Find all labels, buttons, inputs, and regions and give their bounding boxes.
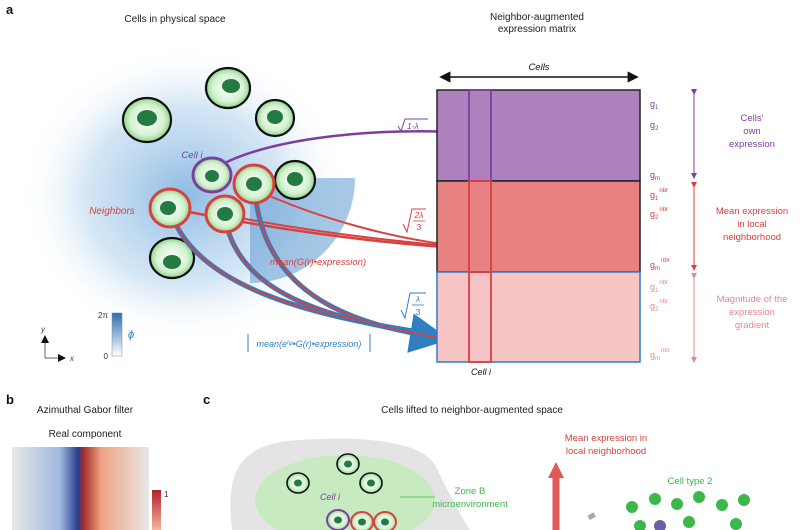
- side-label-grad: Magnitude of the expression gradient: [717, 294, 788, 331]
- row-label: gmnbr: [650, 258, 670, 272]
- row-label: g1: [650, 99, 659, 111]
- row-labels-grad: g1nbr g2nbr gmnbr: [650, 280, 670, 362]
- gradient-formula: mean(eⁱᵠ•G(r)•expression): [247, 334, 371, 352]
- svg-text:neighborhood: neighborhood: [723, 232, 781, 243]
- mean-arrow-2: [224, 214, 461, 248]
- svg-text:y: y: [40, 325, 46, 334]
- mean-expression-axis-head: [548, 462, 564, 478]
- neighbor-cell: [148, 187, 192, 229]
- neighbors-label: Neighbors: [89, 206, 135, 217]
- matrix-title-2: expression matrix: [498, 24, 576, 35]
- cell: [204, 66, 252, 110]
- matrix-own-block: [436, 89, 641, 182]
- row-labels-nbr: g1nbr g2nbr gmnbr: [650, 188, 670, 272]
- panel-a-letter: a: [6, 2, 14, 17]
- gabor-subtitle: Real component: [49, 429, 122, 440]
- coef-nbr: 2λ 3: [402, 208, 426, 234]
- coef-grad: λ 3: [400, 292, 426, 320]
- neighbor-cell: [232, 163, 276, 205]
- matrix-title-1: Neighbor-augmented: [490, 12, 584, 23]
- own-arrow: [211, 121, 465, 172]
- mean-arrow-1: [169, 206, 465, 258]
- phi-colorbar: 2π 0 ϕ: [98, 311, 134, 361]
- xy-axes-icon: y x: [40, 325, 75, 363]
- phi-symbol: ϕ: [128, 329, 134, 341]
- cell: [350, 511, 374, 530]
- gabor-image: [12, 447, 149, 530]
- cell-type-2-label: Cell type 2: [668, 476, 713, 487]
- gradient-arrows: [167, 191, 450, 353]
- cell: [359, 472, 383, 494]
- cell-i-bottom-label: Cell i: [471, 367, 492, 377]
- cell-i: [191, 156, 233, 194]
- axis-tick: [587, 512, 596, 521]
- cells-axis-label: Cells: [528, 62, 549, 73]
- axis-label-1: Mean expression in: [565, 433, 647, 444]
- row-label: g2nbr: [650, 207, 668, 221]
- zone-b-label-1: Zone B: [455, 486, 486, 497]
- row-label: g2nbr: [650, 299, 668, 313]
- matrix-grad-block: [436, 271, 641, 363]
- matrix-nbr-block: [436, 180, 641, 273]
- gabor-title: Azimuthal Gabor filter: [37, 405, 134, 416]
- cell: [336, 453, 360, 475]
- cell: [286, 472, 310, 494]
- neighbor-cell: [204, 194, 246, 234]
- mean-formula-label: mean(G(r)•expression): [270, 257, 366, 268]
- svg-text:Cells': Cells': [741, 113, 764, 124]
- zone-b-label-2: microenvironment: [432, 499, 508, 510]
- svg-text:in local: in local: [737, 219, 767, 230]
- row-label: g1nbr: [650, 280, 668, 294]
- panel-c-title: Cells lifted to neighbor-augmented space: [381, 405, 563, 416]
- svg-text:gradient: gradient: [735, 320, 770, 331]
- row-label: gm: [650, 170, 660, 182]
- svg-text:3: 3: [417, 222, 422, 232]
- svg-text:expression: expression: [729, 307, 775, 318]
- panel-b-letter: b: [6, 392, 14, 407]
- row-label: g1nbr: [650, 188, 668, 202]
- cell: [326, 509, 350, 530]
- panel-c-letter: c: [203, 392, 210, 407]
- cell: [121, 96, 173, 144]
- svg-text:Mean expression: Mean expression: [716, 206, 788, 217]
- gradient-formula-label: mean(eⁱᵠ•G(r)•expression): [257, 339, 362, 349]
- neighbor-cells: [148, 163, 276, 234]
- row-labels-own: g1 g2 gm: [650, 99, 660, 182]
- gabor-colorbar-top: 1: [164, 490, 169, 499]
- axis-label-2: local neighborhood: [566, 446, 646, 457]
- side-label-own: Cells' own expression: [729, 113, 775, 150]
- svg-text:2λ: 2λ: [414, 210, 424, 220]
- svg-text:Magnitude of the: Magnitude of the: [717, 294, 788, 305]
- svg-text:x: x: [69, 354, 75, 363]
- svg-text:1-λ: 1-λ: [407, 121, 419, 131]
- cell-type-2-dots: [626, 491, 750, 530]
- svg-text:expression: expression: [729, 139, 775, 150]
- svg-text:2π: 2π: [98, 311, 108, 320]
- cell: [373, 511, 397, 530]
- cell-i-column-grad: [468, 271, 492, 363]
- svg-text:λ: λ: [415, 294, 420, 304]
- panel-c-cell-i-label: Cell i: [320, 492, 341, 502]
- physical-space-title: Cells in physical space: [124, 14, 226, 25]
- svg-text:3: 3: [416, 307, 421, 317]
- row-label: gmnbr: [650, 348, 670, 362]
- cell: [148, 236, 196, 280]
- panel-c-cells: [286, 453, 397, 530]
- cell-i-label: Cell i: [181, 150, 203, 161]
- svg-text:own: own: [743, 126, 760, 137]
- gabor-colorbar: [152, 490, 161, 530]
- cell: [254, 98, 296, 138]
- background-cells: [121, 66, 317, 280]
- cell: [273, 159, 317, 201]
- side-label-nbr: Mean expression in local neighborhood: [716, 206, 788, 243]
- coef-own: 1-λ: [397, 118, 428, 133]
- row-label: g2: [650, 120, 659, 132]
- svg-text:0: 0: [104, 352, 109, 361]
